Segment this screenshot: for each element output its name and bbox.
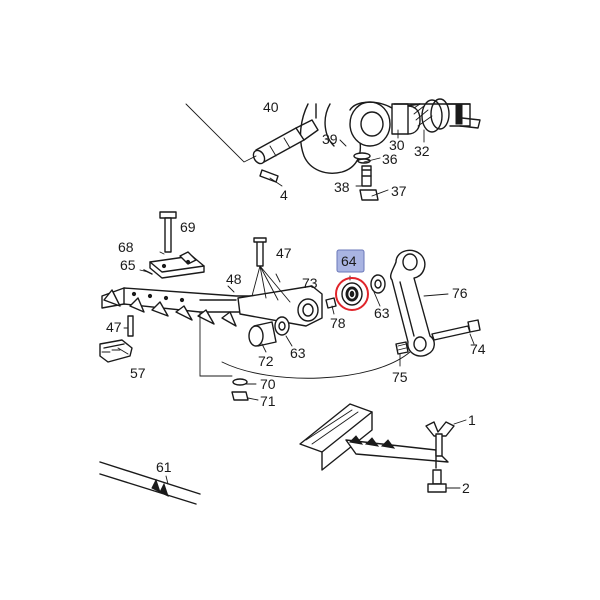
callout-48: 48 [226,271,242,287]
pitman-arm-76 [389,249,435,357]
callout-37: 37 [391,183,407,199]
leader-lines-top [185,103,425,197]
washer-70 [232,378,248,386]
callout-36: 36 [382,151,398,167]
nut-71 [231,391,249,401]
nut-75 [395,341,409,355]
callout-40: 40 [263,99,279,115]
callout-73: 73 [302,275,318,291]
callout-30: 30 [389,137,405,153]
callout-75: 75 [392,369,408,385]
pin-78 [325,297,337,309]
washer-63-right [370,274,386,294]
callout-76: 76 [452,285,468,301]
knife-section-61 [99,461,201,505]
highlight-box-64 [336,249,365,273]
key-4 [259,169,279,183]
callout-32: 32 [414,143,430,159]
callout-1: 1 [468,412,476,428]
callout-78: 78 [330,315,346,331]
callout-74: 74 [470,341,486,357]
bolt-69 [159,211,177,253]
wing-nut-1 [425,421,455,457]
bolt-2 [427,469,447,493]
guard-bar [345,435,449,469]
callout-2: 2 [462,480,470,496]
leader-lines-right [221,275,475,379]
clamp-plate-68 [149,251,205,279]
frame-beam [299,403,373,471]
callout-47-upper: 47 [276,245,292,261]
bearing-64 [341,282,363,306]
bolt-47-lower [123,315,134,337]
callout-47-lower: 47 [106,319,122,335]
callout-61: 61 [156,459,172,475]
callout-63-left: 63 [290,345,306,361]
shaft-40 [252,119,319,165]
callout-65: 65 [120,257,136,273]
callout-64: 64 [341,253,357,269]
bushing-72 [248,321,277,347]
callout-70: 70 [260,376,276,392]
leader-lines-bottom [165,419,467,489]
washer-63-left [274,316,290,336]
bolt-74 [431,319,481,341]
callout-69: 69 [180,219,196,235]
callout-71: 71 [260,393,276,409]
callout-57: 57 [130,365,146,381]
callout-72: 72 [258,353,274,369]
callout-4: 4 [280,187,288,203]
callout-39: 39 [322,131,338,147]
leader-lines-left [117,251,293,401]
highlight-ring-64 [335,277,369,311]
callout-68: 68 [118,239,134,255]
callout-38: 38 [334,179,350,195]
cutter-bar [101,285,323,327]
pin-stack-36-38-37 [353,152,379,201]
bolt-47-upper [251,237,291,303]
callout-63-right: 63 [374,305,390,321]
guard-57 [99,339,133,363]
